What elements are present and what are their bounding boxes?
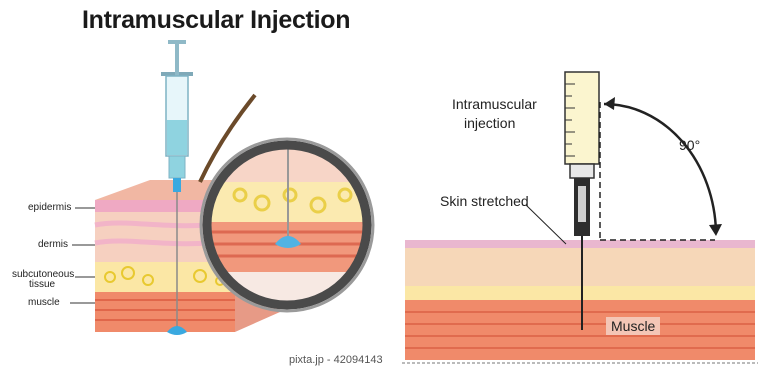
angle-arrow-bottom	[709, 224, 722, 236]
lens-rim	[207, 145, 367, 305]
label-muscle-right: Muscle	[606, 317, 660, 335]
label-injection-line1: Intramuscular	[452, 96, 537, 113]
skin-leader-line	[526, 205, 566, 244]
page-title: Intramuscular Injection	[82, 6, 350, 35]
skin-cross-section	[402, 240, 758, 363]
label-injection-line2: injection	[464, 115, 515, 132]
label-dermis: dermis	[38, 240, 68, 250]
skin-dermis	[405, 248, 755, 286]
angle-arrow-top	[604, 97, 615, 110]
label-muscle: muscle	[28, 298, 60, 308]
label-skin-stretched: Skin stretched	[440, 193, 529, 210]
watermark-text: pixta.jp - 42094143	[289, 354, 383, 366]
muscle-layer	[405, 300, 755, 360]
label-subcutaneous: subcutoneous tissue	[12, 270, 72, 290]
skin-epidermis	[405, 240, 755, 248]
skin-fat	[405, 286, 755, 300]
angle-arc	[604, 104, 716, 232]
layer-leader-lines	[70, 208, 95, 303]
angle-indicator	[600, 97, 722, 240]
label-epidermis: epidermis	[28, 203, 71, 213]
front-muscle	[95, 292, 235, 332]
label-angle: 90°	[679, 137, 700, 154]
